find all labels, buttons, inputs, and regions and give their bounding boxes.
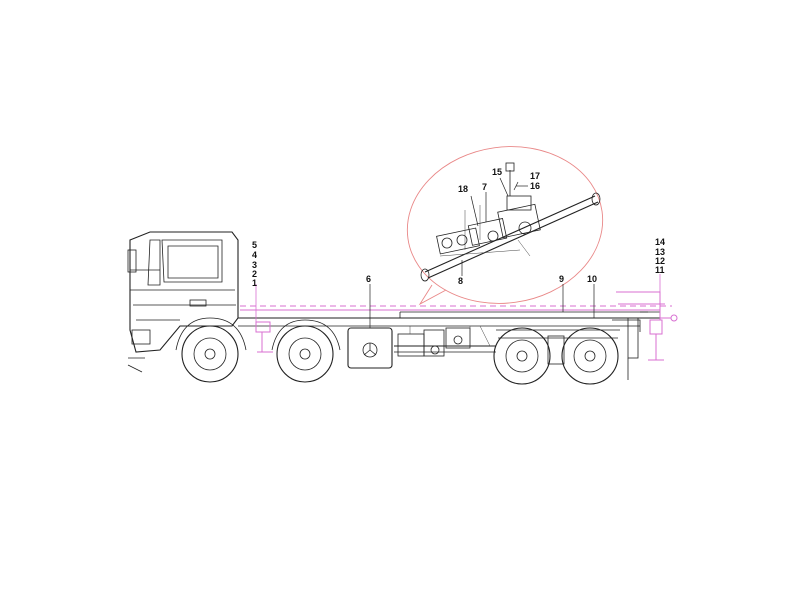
chassis-frame [238, 311, 660, 327]
callout-labels: 5 4 3 2 1 6 9 10 14 13 12 11 15 17 16 18… [252, 167, 665, 288]
callout-9: 9 [559, 274, 564, 284]
rear-end [612, 317, 641, 380]
callout-17: 17 [530, 171, 540, 181]
callout-18: 18 [458, 184, 468, 194]
front-wheel-1 [175, 317, 247, 383]
callout-10: 10 [587, 274, 597, 284]
callout-15: 15 [492, 167, 502, 177]
callout-6: 6 [366, 274, 371, 284]
callout-11: 11 [655, 265, 665, 275]
callout-1: 1 [252, 278, 257, 288]
callout-5: 5 [252, 240, 257, 250]
callout-7: 7 [482, 182, 487, 192]
rear-wheel-1 [493, 327, 551, 385]
callout-2: 2 [252, 269, 257, 279]
callout-4: 4 [252, 250, 257, 260]
fuel-tank [347, 327, 393, 369]
rear-wheel-2 [561, 327, 619, 385]
detail-shaft-assembly [420, 162, 601, 282]
truck-cab [127, 231, 239, 373]
callout-8: 8 [458, 276, 463, 286]
callout-16: 16 [530, 181, 540, 191]
detail-magnifier [406, 146, 604, 306]
driveshaft-assembly [394, 325, 496, 357]
callout-3: 3 [252, 260, 257, 270]
rear-suspension [496, 329, 620, 365]
front-wheel-2 [271, 319, 341, 383]
leader-lines [255, 177, 661, 328]
callout-12: 12 [655, 256, 665, 266]
callout-13: 13 [655, 247, 665, 257]
callout-14: 14 [655, 237, 665, 247]
